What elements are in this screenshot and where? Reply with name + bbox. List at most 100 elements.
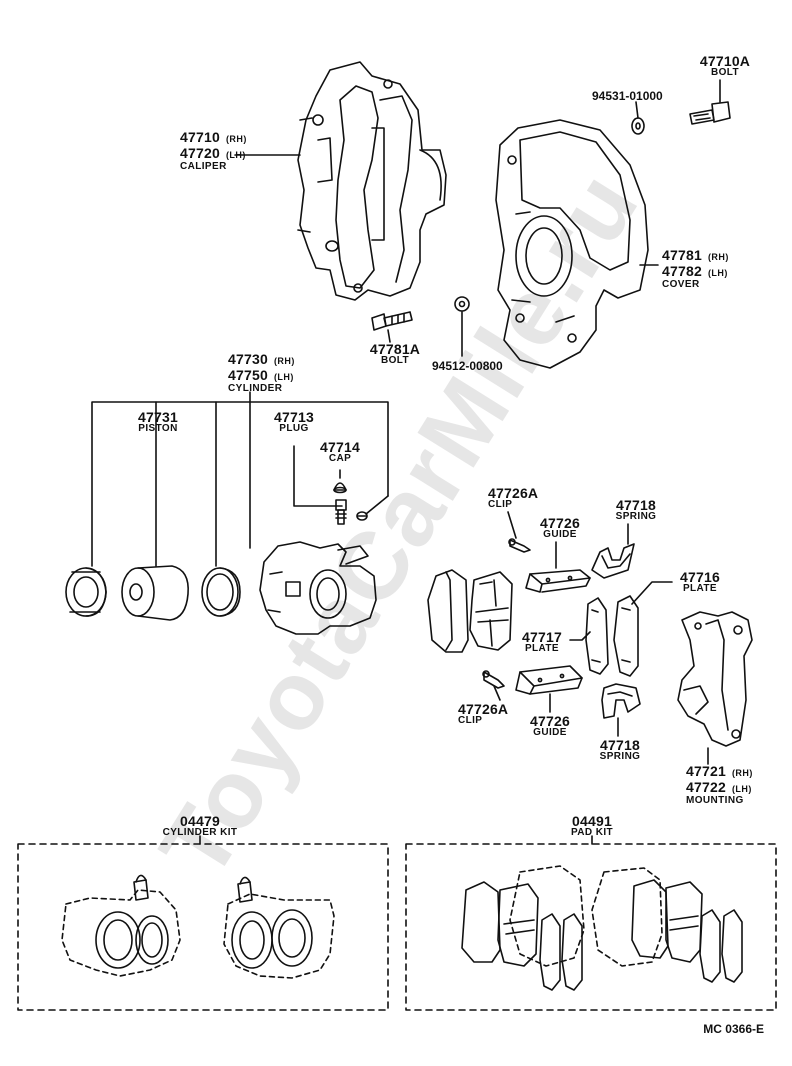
- cylinder-label: 47730 (RH) 47750 (LH) CYLINDER: [228, 352, 295, 394]
- clip-top-label: 47726A CLIP: [488, 486, 538, 510]
- clip-top-leader: [507, 511, 517, 539]
- washer-b-drawing: [454, 296, 470, 312]
- clip-bottom-leader: [493, 685, 501, 701]
- cover-drawing: [495, 119, 649, 369]
- bolt-b-number: 47781A: [369, 341, 421, 357]
- cap-name: CAP: [328, 453, 352, 464]
- plate-right-leader: [631, 581, 673, 605]
- plate-mid-drawing: [585, 597, 609, 675]
- mounting-number-rh: 47721: [686, 763, 726, 779]
- caliper-number-lh: 47720: [180, 145, 220, 161]
- clip-bottom-number: 47726A: [458, 701, 509, 717]
- cover-label: 47781 (RH) 47782 (LH) COVER: [662, 248, 729, 290]
- piston-label: 47731 PISTON: [126, 410, 190, 434]
- pad-kit-right-drawing: [591, 867, 743, 983]
- piston-number: 47731: [138, 409, 178, 425]
- plug-name: PLUG: [279, 423, 309, 434]
- clip-top-drawing: [508, 538, 531, 553]
- mounting-name: MOUNTING: [686, 795, 744, 806]
- guide-bottom-number: 47726: [530, 713, 570, 729]
- spring-bottom-drawing: [601, 683, 641, 719]
- mounting-side-rh: (RH): [731, 768, 753, 778]
- piston-seal-drawing: [201, 567, 241, 617]
- bolt-b-leader: [387, 329, 391, 343]
- guide-top-number: 47726: [540, 515, 580, 531]
- cover-number-rh: 47781: [662, 247, 702, 263]
- cylinder-kit-right-drawing: [223, 876, 335, 979]
- cylinder-number-lh: 47750: [228, 367, 268, 383]
- cap-drawing: [333, 482, 347, 494]
- cylinder-kit-left-drawing: [61, 874, 181, 977]
- piston-drawing: [121, 565, 189, 621]
- cylinder-screw-leader: [365, 495, 389, 515]
- plate-mid-name: PLATE: [524, 643, 560, 654]
- plate-mid-label: 47717 PLATE: [512, 630, 572, 654]
- spring-top-number: 47718: [616, 497, 656, 513]
- bolt-b-label: 47781A BOLT: [360, 342, 430, 366]
- clip-top-name: CLIP: [488, 499, 513, 510]
- caliper-drawing: [297, 61, 447, 301]
- spring-bottom-number: 47718: [600, 737, 640, 753]
- caliper-side-rh: (RH): [225, 134, 247, 144]
- clip-bottom-label: 47726A CLIP: [458, 702, 508, 726]
- cylinder-kit-box: [17, 843, 389, 1011]
- spring-top-drawing: [591, 543, 635, 579]
- cylinder-name: CYLINDER: [228, 383, 283, 394]
- guide-top-label: 47726 GUIDE: [530, 516, 590, 540]
- pad-kit-name: PAD KIT: [570, 827, 614, 838]
- cap-number: 47714: [320, 439, 360, 455]
- cylinder-side-rh: (RH): [273, 356, 295, 366]
- spring-top-label: 47718 SPRING: [604, 498, 668, 522]
- spring-top-name: SPRING: [615, 511, 657, 522]
- cylinder-kit-number: 04479: [180, 813, 220, 829]
- mounting-side-lh: (LH): [731, 784, 752, 794]
- plate-right-number: 47716: [680, 569, 720, 585]
- plate-right-drawing: [613, 595, 639, 677]
- caliper-name: CALIPER: [180, 161, 227, 172]
- cylinder-screw-drawing: [356, 511, 368, 521]
- cover-side-rh: (RH): [707, 252, 729, 262]
- washer-a-number: 94531-01000: [592, 89, 663, 103]
- mounting-label: 47721 (RH) 47722 (LH) MOUNTING: [686, 764, 753, 806]
- clip-top-number: 47726A: [488, 485, 539, 501]
- clip-bottom-drawing: [482, 670, 505, 689]
- cylinder-kit-label: 04479 CYLINDER KIT: [150, 814, 250, 838]
- caliper-number-rh: 47710: [180, 129, 220, 145]
- pad-kit-number: 04491: [572, 813, 612, 829]
- brake-pads-drawing: [427, 569, 513, 653]
- bolt-a-name: BOLT: [710, 67, 740, 78]
- plug-drawing: [335, 499, 347, 525]
- spring-bottom-label: 47718 SPRING: [588, 738, 652, 762]
- spring-bottom-name: SPRING: [599, 751, 641, 762]
- caliper-label: 47710 (RH) 47720 (LH) CALIPER: [180, 130, 247, 172]
- mounting-number-lh: 47722: [686, 779, 726, 795]
- cover-name: COVER: [662, 279, 700, 290]
- caliper-side-lh: (LH): [225, 150, 246, 160]
- pad-kit-label: 04491 PAD KIT: [552, 814, 632, 838]
- guide-bottom-label: 47726 GUIDE: [520, 714, 580, 738]
- cylinder-bracket: [91, 401, 389, 567]
- pad-kit-left-drawing: [461, 865, 585, 991]
- clip-bottom-name: CLIP: [458, 715, 483, 726]
- pad-kit-box: [405, 843, 777, 1011]
- plate-mid-leader: [569, 631, 591, 641]
- reference-code: MC 0366-E: [703, 1022, 764, 1036]
- plug-label: 47713 PLUG: [264, 410, 324, 434]
- bolt-a-number: 47710A: [699, 53, 751, 69]
- plug-leader: [293, 445, 343, 507]
- guide-top-name: GUIDE: [543, 529, 577, 540]
- cylinder-side-lh: (LH): [273, 372, 294, 382]
- plate-right-name: PLATE: [682, 583, 718, 594]
- cylinder-number-rh: 47730: [228, 351, 268, 367]
- washer-b-number: 94512-00800: [432, 359, 503, 373]
- cover-side-lh: (LH): [707, 268, 728, 278]
- cover-number-lh: 47782: [662, 263, 702, 279]
- plug-number: 47713: [274, 409, 314, 425]
- mounting-drawing: [677, 611, 753, 747]
- bolt-a-label: 47710A BOLT: [690, 54, 760, 78]
- washer-a-drawing: [631, 117, 645, 135]
- bolt-a-drawing: [689, 101, 731, 125]
- cylinder-body-drawing: [259, 541, 377, 635]
